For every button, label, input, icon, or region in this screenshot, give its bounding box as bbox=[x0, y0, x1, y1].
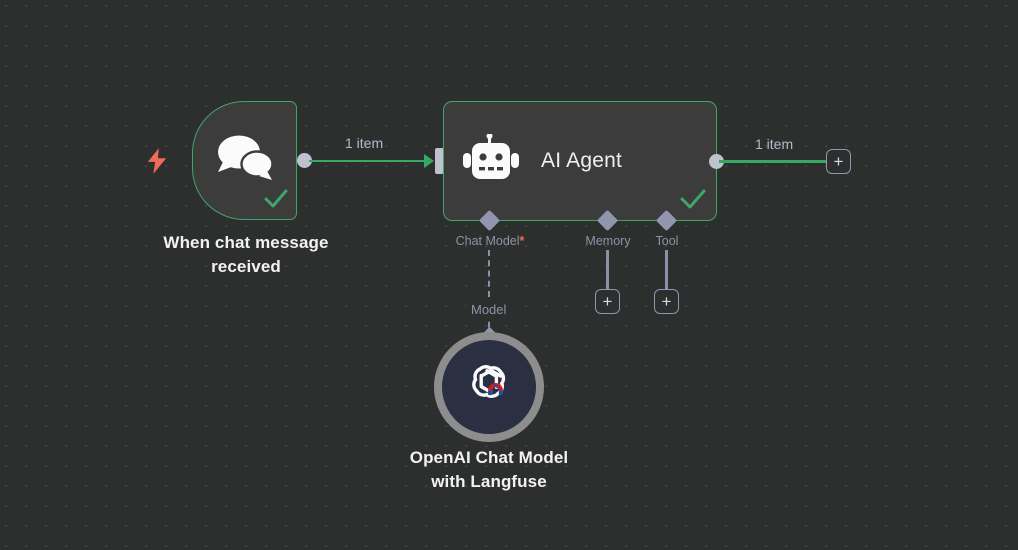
node-openai-chat-model-with-langfuse[interactable] bbox=[434, 332, 544, 442]
openai-logo-icon bbox=[461, 357, 517, 418]
agent-output-port[interactable] bbox=[709, 154, 724, 169]
connection-label-chat-model: Model bbox=[466, 301, 512, 318]
connection-tool-stub[interactable] bbox=[665, 250, 668, 291]
robot-icon bbox=[463, 132, 519, 189]
connection-chat-model[interactable] bbox=[488, 250, 490, 338]
node-title-ai-agent: AI Agent bbox=[541, 149, 622, 172]
agent-port-label-memory: Memory bbox=[563, 234, 653, 248]
required-asterisk: * bbox=[519, 234, 525, 248]
status-check-icon-trigger bbox=[263, 188, 289, 215]
add-node-tool-button[interactable]: + bbox=[654, 289, 679, 314]
agent-port-label-tool: Tool bbox=[631, 234, 703, 248]
connection-agent-to-next[interactable] bbox=[719, 160, 826, 163]
trigger-output-port[interactable] bbox=[297, 153, 312, 168]
connection-arrow-trigger-to-agent bbox=[424, 154, 434, 168]
connection-label-trigger-to-agent: 1 item bbox=[345, 135, 384, 151]
agent-port-label-tool-text: Tool bbox=[655, 234, 679, 248]
node-caption-openai-chat-model-with-langfuse: OpenAI Chat Model with Langfuse bbox=[409, 448, 569, 492]
chat-bubbles-icon bbox=[214, 132, 276, 189]
node-when-chat-message-received[interactable] bbox=[192, 101, 297, 220]
langfuse-badge bbox=[488, 382, 503, 395]
status-check-icon-agent bbox=[679, 187, 707, 216]
node-ai-agent[interactable]: AI Agent bbox=[443, 101, 717, 221]
connection-trigger-to-agent[interactable] bbox=[309, 159, 425, 162]
node-caption-when-chat-message-received: When chat message received bbox=[163, 233, 329, 277]
connection-memory-stub[interactable] bbox=[606, 250, 609, 291]
agent-input-port[interactable] bbox=[435, 148, 444, 174]
add-node-memory-button[interactable]: + bbox=[595, 289, 620, 314]
add-node-main-output-button[interactable]: + bbox=[826, 149, 851, 174]
agent-port-label-memory-text: Memory bbox=[585, 234, 631, 248]
agent-port-label-chat-model-text: Chat Model bbox=[455, 234, 520, 248]
connection-label-agent-to-next: 1 item bbox=[755, 136, 794, 152]
lightning-bolt-icon bbox=[146, 148, 168, 174]
agent-port-label-chat-model: Chat Model* bbox=[430, 234, 550, 248]
